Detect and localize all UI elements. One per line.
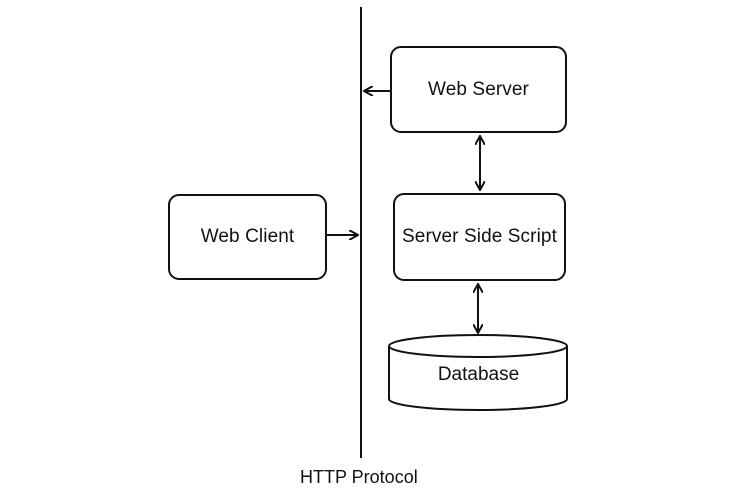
web-client-label: Web Client: [200, 226, 295, 247]
web-client-node: Web Client: [168, 194, 327, 280]
http-protocol-caption: HTTP Protocol: [300, 467, 418, 487]
web-server-node: Web Server: [390, 46, 567, 133]
web-server-label: Web Server: [428, 78, 529, 100]
server-side-script-node: Server Side Script: [393, 193, 566, 281]
server-side-script-label: Server Side Script: [402, 226, 557, 247]
database-label: Database: [437, 364, 520, 385]
database-cylinder: [388, 334, 568, 411]
